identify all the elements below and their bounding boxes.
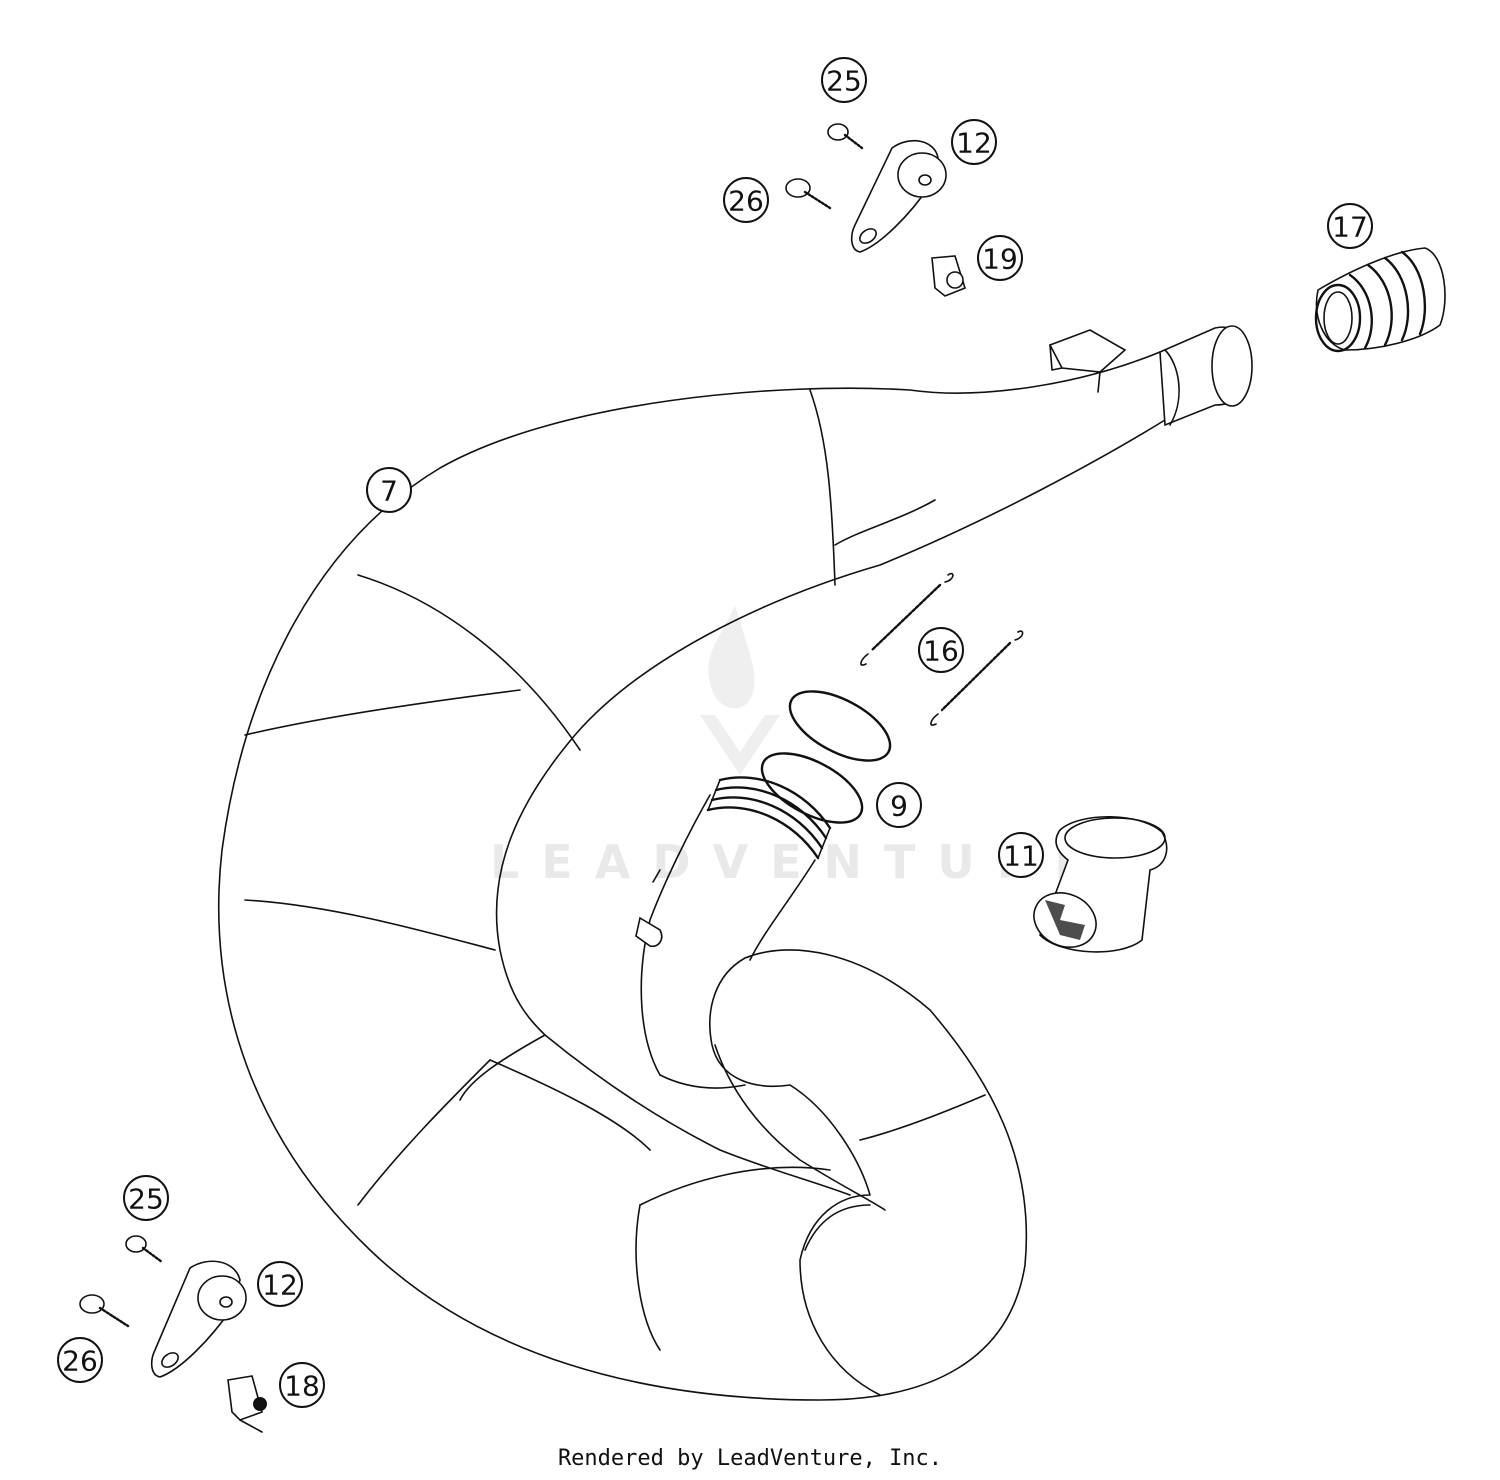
callout-12-lower: 12 — [257, 1261, 303, 1307]
watermark: LEADVENTURE — [490, 605, 1108, 889]
svg-text:11: 11 — [1003, 840, 1039, 873]
callout-17: 17 — [1327, 203, 1373, 249]
callout-25-lower: 25 — [123, 1175, 169, 1221]
nut-part-18 — [227, 1375, 267, 1433]
svg-text:25: 25 — [128, 1183, 164, 1216]
svg-text:18: 18 — [284, 1370, 320, 1403]
watermark-logo-icon — [700, 605, 780, 775]
callout-19: 19 — [977, 235, 1023, 281]
callout-16: 16 — [918, 627, 964, 673]
svg-text:7: 7 — [380, 475, 398, 508]
callout-18: 18 — [279, 1362, 325, 1408]
spring-lower — [930, 630, 1024, 726]
bolt-part-25-upper — [827, 123, 864, 150]
svg-text:9: 9 — [890, 790, 908, 823]
bolt-part-25-lower — [125, 1235, 164, 1264]
callout-11: 11 — [998, 832, 1044, 878]
svg-text:12: 12 — [262, 1269, 298, 1302]
callout-26-upper: 26 — [723, 177, 769, 223]
svg-text:26: 26 — [728, 185, 764, 218]
upper-mount-assembly — [785, 123, 966, 297]
svg-text:25: 25 — [826, 65, 862, 98]
bolt-part-26-lower — [79, 1294, 130, 1328]
bolt-part-26-upper — [785, 178, 832, 210]
callout-7: 7 — [366, 467, 412, 513]
svg-text:17: 17 — [1332, 211, 1368, 244]
callout-9: 9 — [876, 782, 922, 828]
callout-25-upper: 25 — [821, 57, 867, 103]
callout-12-upper: 12 — [951, 119, 997, 165]
svg-text:26: 26 — [62, 1345, 98, 1378]
bracket-part-12-upper — [850, 140, 947, 253]
watermark-text: LEADVENTURE — [490, 835, 1108, 889]
rubber-sleeve-part-17 — [1314, 247, 1446, 353]
nut-part-19 — [931, 255, 966, 297]
footer-credit: Rendered by LeadVenture, Inc. — [557, 1446, 943, 1471]
svg-text:16: 16 — [923, 635, 959, 668]
gaskets-part-9 — [760, 690, 892, 824]
svg-text:12: 12 — [956, 127, 992, 160]
spring-upper — [860, 572, 954, 666]
bracket-part-12-lower — [150, 1260, 247, 1378]
insert-part-11 — [1033, 815, 1168, 953]
exhaust-pipe-part-7 — [217, 325, 1253, 1401]
springs-part-16 — [860, 572, 1024, 726]
svg-text:19: 19 — [982, 243, 1018, 276]
callout-26-lower: 26 — [57, 1337, 103, 1383]
lower-mount-assembly — [79, 1235, 267, 1433]
